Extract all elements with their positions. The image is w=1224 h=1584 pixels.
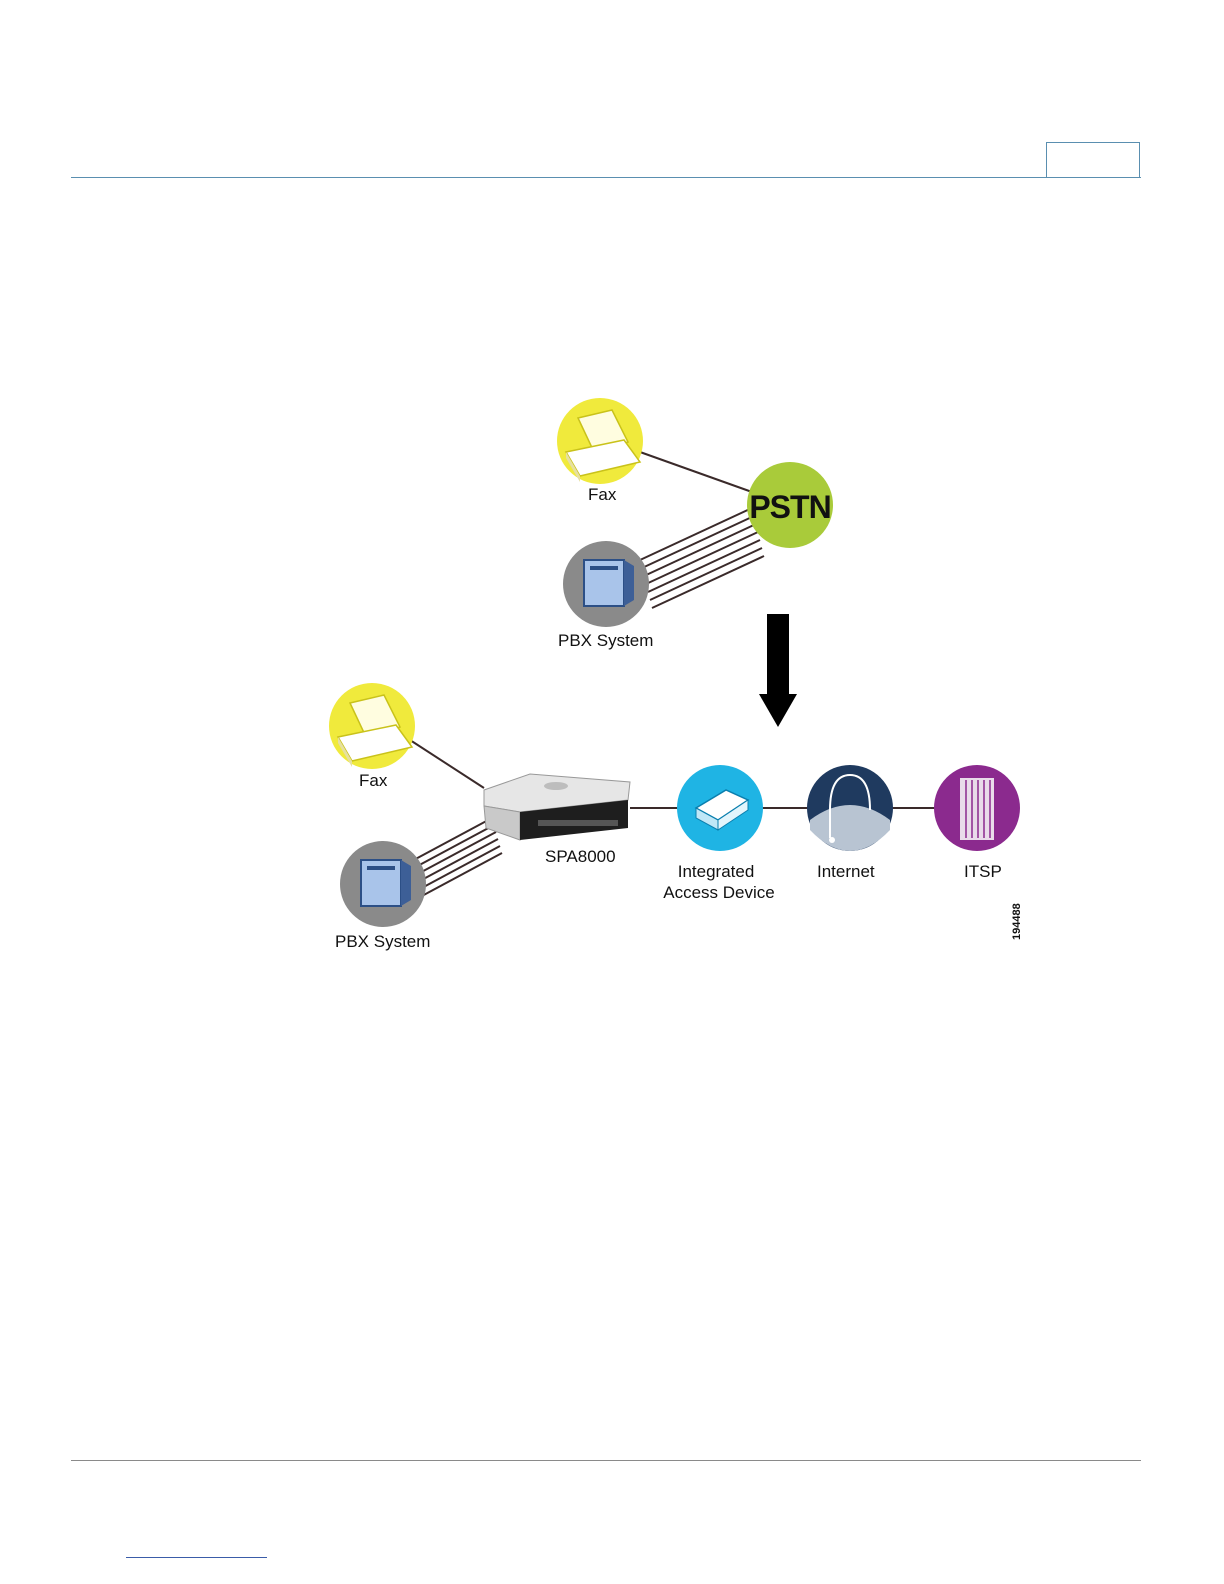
down-arrow-icon bbox=[759, 614, 797, 727]
pbx-label-bottom: PBX System bbox=[335, 932, 430, 951]
fax-node-bottom bbox=[329, 683, 415, 769]
fax-pstn-line bbox=[640, 452, 752, 492]
itsp-node bbox=[934, 765, 1020, 851]
pstn-node: PSTN bbox=[747, 462, 833, 548]
pbx-label-top: PBX System bbox=[558, 631, 653, 650]
figure-id: 194488 bbox=[1011, 903, 1023, 940]
pbx-pstn-trunk bbox=[640, 508, 764, 608]
spa8000-device bbox=[484, 774, 630, 840]
pbx-node-top bbox=[563, 541, 649, 627]
footer-link-underline[interactable] bbox=[126, 1557, 267, 1558]
iad-label-line1: Integrated bbox=[678, 862, 755, 881]
before-section: Fax PSTN PBX System bbox=[557, 398, 833, 650]
pbx-icon bbox=[361, 860, 411, 906]
pbx-node-bottom bbox=[340, 841, 426, 927]
footer-rule bbox=[71, 1460, 1141, 1461]
spa8000-label: SPA8000 bbox=[545, 847, 616, 866]
server-rack-icon bbox=[960, 778, 994, 840]
itsp-label: ITSP bbox=[964, 862, 1002, 881]
pstn-label: PSTN bbox=[749, 489, 830, 525]
fax-label-top: Fax bbox=[588, 485, 617, 504]
pbx-icon bbox=[584, 560, 634, 606]
iad-label-line2: Access Device bbox=[663, 883, 774, 902]
fax-label-bottom: Fax bbox=[359, 771, 388, 790]
after-section: Fax SPA8000 PBX System bbox=[329, 683, 1023, 951]
internet-label: Internet bbox=[817, 862, 875, 881]
iad-node bbox=[677, 765, 763, 851]
internet-node bbox=[807, 765, 893, 851]
fax-spa-line bbox=[410, 740, 484, 788]
fax-node-top bbox=[557, 398, 643, 484]
